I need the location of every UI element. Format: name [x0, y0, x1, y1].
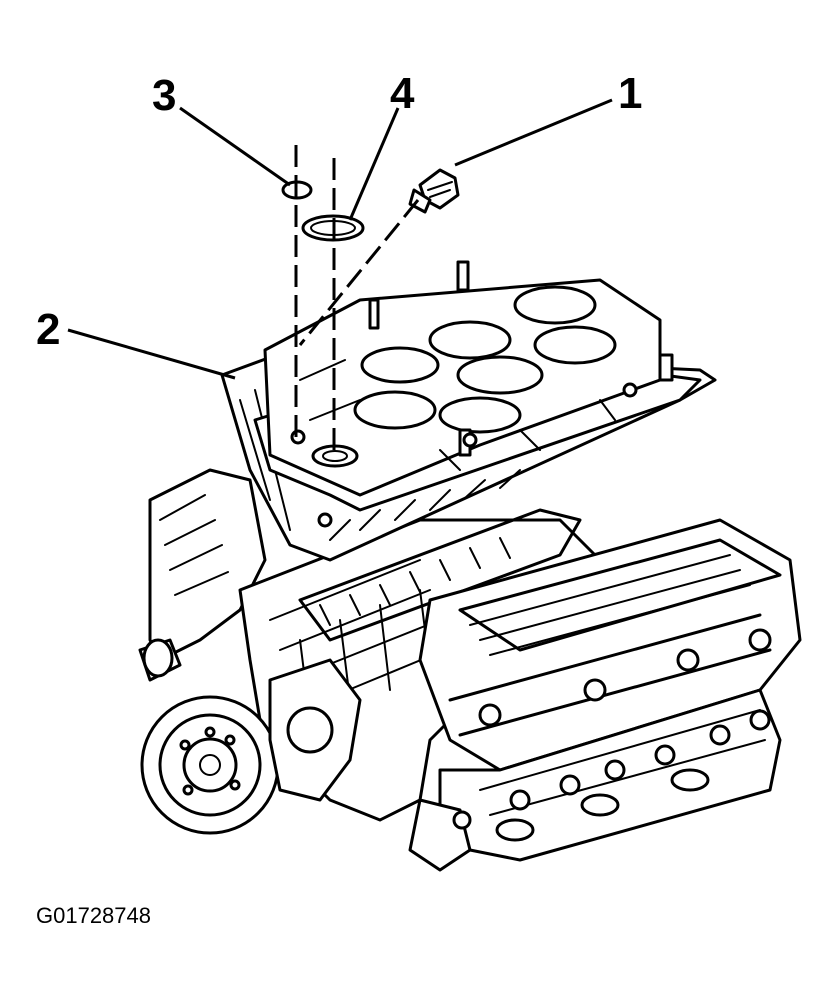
sensor-bolt: [408, 168, 460, 214]
callout-1: 1: [618, 69, 642, 118]
front-pulley: [138, 638, 362, 835]
intake-manifold: [253, 260, 702, 541]
callout-2: 2: [36, 305, 60, 354]
callout-3: 3: [152, 71, 176, 120]
figure-id: G01728748: [36, 903, 151, 928]
alignment-lines: [294, 145, 420, 456]
callout-4: 4: [390, 69, 415, 118]
right-valve-cover: [408, 518, 802, 872]
leader-lines: [67, 98, 613, 380]
